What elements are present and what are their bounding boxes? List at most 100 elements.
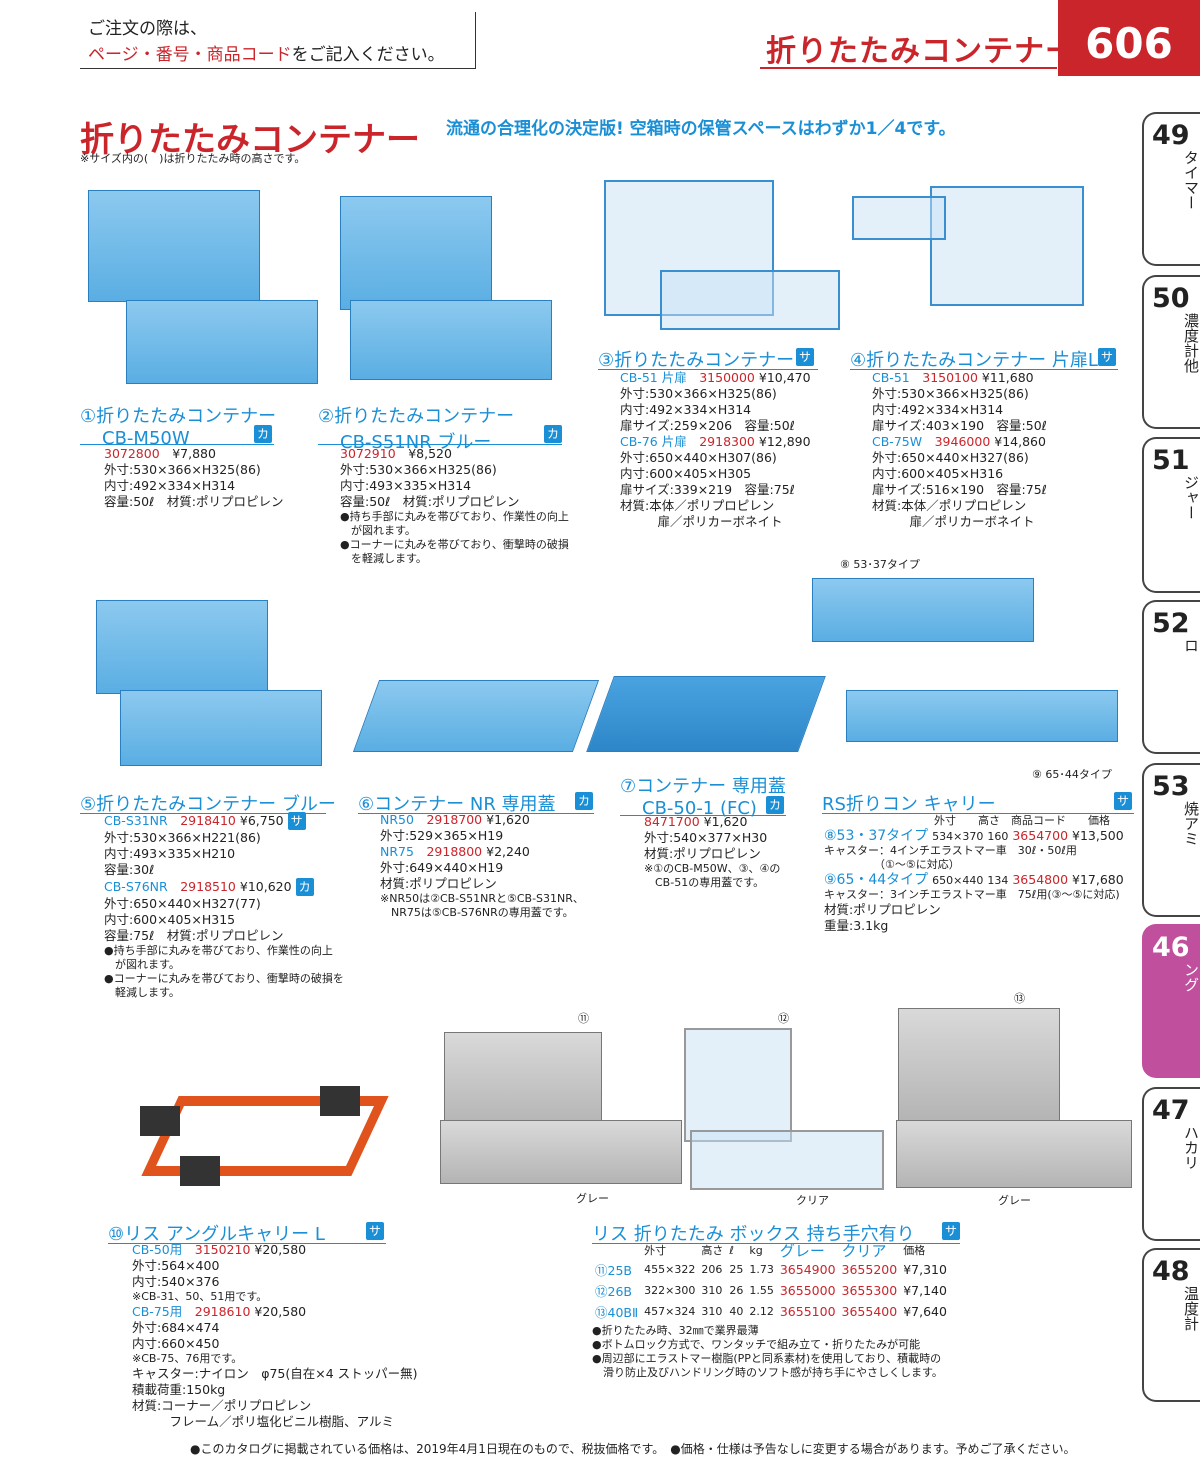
container-image-2-folded: [350, 300, 552, 380]
table-header: グレー: [779, 1242, 825, 1260]
product-4-price-2: ¥14,860: [994, 434, 1046, 449]
table-header: 価格: [1088, 814, 1110, 827]
box-11-label: ⑪: [578, 1012, 589, 1025]
spec-line: 内寸:660×450: [132, 1336, 220, 1351]
angle-carry-image: [140, 1076, 389, 1196]
box-image-12-folded: [690, 1130, 884, 1190]
product-1-badge: カ: [254, 425, 273, 443]
note-line: ※NR50は②CB-S51NRと⑤CB-S31NR、: [380, 892, 584, 905]
spec-line: 外寸:650×440×H327(77): [104, 896, 261, 911]
carry-row-price: ¥17,680: [1072, 872, 1124, 887]
spec-line: 材質:本体／ポリプロピレン: [872, 498, 1027, 513]
spec-line: 内寸:492×334×H314: [872, 402, 1004, 417]
spec-line: ※CB-75、76用です。: [132, 1352, 243, 1365]
index-tab-51[interactable]: 51炊飯器・スープジャー: [1142, 437, 1200, 593]
product-2-model: CB-S51NR ブルー: [340, 432, 492, 453]
spec-line: 内寸:600×405×H316: [872, 466, 1004, 481]
product-3-code-1: 3150000: [699, 370, 755, 385]
table-header: ℓ: [729, 1244, 734, 1257]
spec-line: 内寸:492×334×H314: [620, 402, 752, 417]
note-line: ●コーナーに丸みを帯びており、衝撃時の破損を: [104, 972, 344, 985]
product-2-title: ②折りたたみコンテナー: [318, 406, 515, 427]
spec-line: 扉サイズ:259×206 容量:50ℓ: [620, 418, 795, 433]
spec-line: 内寸:540×376: [132, 1274, 220, 1289]
table-cell: 3655000: [779, 1283, 836, 1298]
product-8-rule: [822, 813, 1134, 814]
spec-line: 外寸:564×400: [132, 1258, 220, 1273]
table-header: 商品コード: [1011, 814, 1066, 827]
table-row: ⑪25B 455×322 206 25 1.73 3654900 3655200…: [592, 1259, 950, 1280]
carry-9-caption: ⑨ 65･44タイプ: [1032, 768, 1112, 781]
table-cell: ¥7,640: [903, 1304, 947, 1319]
order-note-line1: ご注文の際は、: [88, 19, 207, 39]
product-5-title: ⑤折りたたみコンテナー ブルー: [80, 794, 336, 815]
spec-line: 内寸:600×405×H305: [620, 466, 752, 481]
box-image-13-open: [898, 1008, 1060, 1122]
table-header: 高さ: [701, 1244, 724, 1257]
tab-label: 温度計: [1182, 1286, 1200, 1331]
table-cell: ⑬40BⅡ: [595, 1305, 639, 1320]
spec-line: 外寸:540×377×H30: [644, 830, 768, 845]
table-cell: 322×300: [644, 1284, 696, 1297]
table-cell: ⑪25B: [595, 1263, 632, 1278]
box-12-label: ⑫: [778, 1012, 789, 1025]
product-10-title: ⑩リス アングルキャリー L: [108, 1224, 325, 1245]
box-13-label: ⑬: [1014, 992, 1025, 1005]
index-tab-46[interactable]: 46運搬・ケータリング: [1142, 924, 1200, 1078]
product-2-price: ¥8,520: [408, 446, 452, 461]
carry-image-9: [846, 690, 1118, 742]
note-line: ●持ち手部に丸みを帯びており、作業性の向上: [104, 944, 333, 957]
product-2-badge: カ: [544, 425, 563, 443]
product-10-rule: [108, 1243, 386, 1244]
product-7-badge: カ: [766, 796, 785, 814]
note-line: が図れます。: [104, 958, 180, 971]
product-5-badge-1: サ: [287, 812, 306, 830]
spec-line: 材質:本体／ポリプロピレン: [620, 498, 775, 513]
product-8-table: 外寸 高さ 商品コード 価格 ⑧53・37タイプ 534×370 160 365…: [824, 814, 1124, 934]
index-tab-52[interactable]: 52電気・ガスコンロ: [1142, 600, 1200, 754]
carry-row-name: ⑨65・44タイプ: [824, 872, 929, 888]
tab-number: 51: [1152, 445, 1190, 476]
header-title: 折りたたみコンテナー: [766, 34, 1076, 69]
product-10-model-2: CB-75用: [132, 1304, 183, 1319]
product-4-code-2: 3946000: [934, 434, 991, 449]
tab-number: 47: [1152, 1095, 1190, 1126]
table-cell: 3655300: [841, 1283, 898, 1298]
product-2-rule: [318, 444, 562, 445]
product-6-price-2: ¥2,240: [486, 844, 530, 859]
table-row: ⑬40BⅡ 457×324 310 40 2.12 3655100 365540…: [592, 1301, 950, 1322]
product-4-price-1: ¥11,680: [981, 370, 1034, 385]
product-6-code-1: 2918700: [426, 812, 483, 827]
carry-row-note: キャスター：3インチエラストマー車 75ℓ用(③〜⑤に対応): [824, 888, 1120, 901]
spec-line: 外寸:530×366×H325(86): [872, 386, 1029, 401]
product-8-title: RS折りコン キャリー: [822, 794, 996, 815]
product-5-code-2: 2918510: [180, 879, 236, 894]
spec-line: 内寸:493×335×H314: [340, 478, 472, 493]
table-cell: 40: [729, 1305, 744, 1318]
product-3-badge: サ: [796, 348, 815, 366]
table-cell: 3654900: [779, 1262, 836, 1277]
spec-line: ※CB-31、50、51用です。: [132, 1290, 268, 1303]
box-image-11-folded: [440, 1120, 682, 1184]
order-note-red: ページ・番号・商品コード: [88, 45, 292, 65]
carry-image-8: [812, 578, 1034, 642]
spec-line: 内寸:493×335×H210: [104, 846, 236, 861]
container-image-1-open: [88, 190, 260, 302]
spec-line: 積載荷重:150kg: [132, 1382, 226, 1397]
spec-line: 外寸:530×366×H325(86): [340, 462, 497, 477]
spec-line: 外寸:530×366×H221(86): [104, 830, 261, 845]
table-cell: 206: [701, 1263, 723, 1276]
container-image-4-folded: [852, 196, 946, 240]
product-1-rule: [80, 444, 274, 445]
product-3-rule: [598, 369, 818, 370]
table-cell: ¥7,310: [903, 1262, 947, 1277]
product-6-price-1: ¥1,620: [486, 812, 530, 827]
product-7-spec: 8471700 ¥1,620 外寸:540×377×H30 材質:ポリプロピレン…: [644, 814, 780, 890]
tab-number: 50: [1152, 283, 1190, 314]
box-11-color: グレー: [576, 1192, 609, 1205]
